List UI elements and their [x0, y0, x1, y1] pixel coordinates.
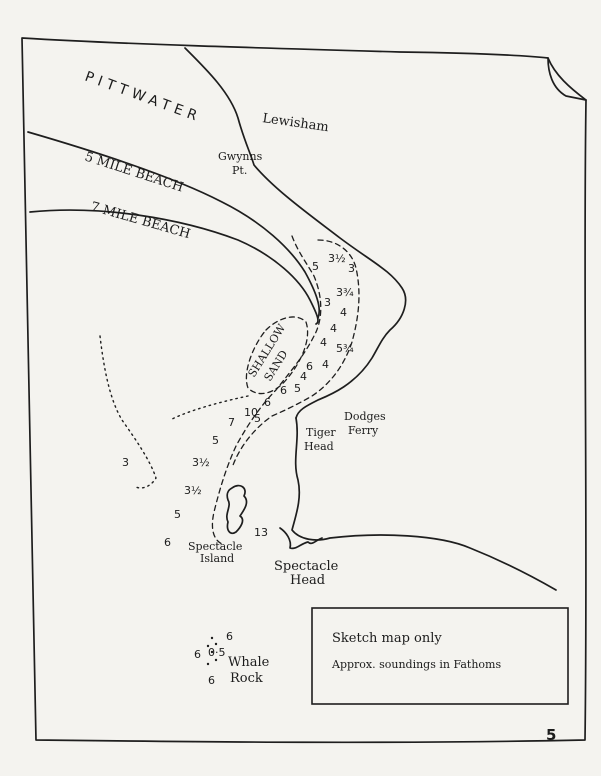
label-whale-1: Whale [228, 655, 270, 670]
label-spectacle-island-2: Island [200, 552, 234, 565]
label-7-mile-beach: 7 MILE BEACH [89, 199, 192, 242]
legend-line-1: Sketch map only [332, 631, 442, 646]
sounding: 3 [324, 296, 331, 309]
sounding: 10 [244, 406, 258, 419]
label-5-mile-beach: 5 MILE BEACH [83, 150, 185, 196]
label-pittwater: PITTWATER [83, 69, 204, 126]
label-lewisham: Lewisham [261, 111, 329, 135]
sounding: 5 [174, 508, 181, 521]
sounding: 4 [320, 336, 327, 349]
sounding: 4 [330, 322, 337, 335]
sounding: 5 [294, 382, 301, 395]
label-tiger-1: Tiger [306, 426, 336, 439]
legend-box [311, 607, 569, 705]
sounding: 5¾ [336, 342, 354, 355]
sounding: 6 [208, 674, 215, 687]
legend-line-2: Approx. soundings in Fathoms [331, 658, 501, 671]
shoreline-7-mile-beach [29, 209, 319, 325]
sounding: 3 [348, 262, 355, 275]
channel-line-east [231, 239, 360, 469]
sounding: 3½ [192, 456, 210, 469]
soundings: 5 3½ 3 3¾ 3 4 4 5¾ 4 4 6 5 6 4 6 10 5 7 … [122, 252, 355, 687]
sounding: 6 [226, 630, 233, 643]
shoreline-lewisham [184, 47, 407, 419]
sounding: 3½ [184, 484, 202, 497]
page-border [21, 37, 587, 744]
shoreline-spectacle-head [291, 417, 557, 591]
spectacle-island [226, 484, 248, 535]
whale-rock-marks [206, 636, 218, 666]
sounding: 6 [306, 360, 313, 373]
label-spectacle-head-2: Head [290, 573, 325, 588]
sounding: 4 [300, 370, 307, 383]
label-whale-2: Rock [230, 671, 263, 686]
sounding: 13 [254, 526, 268, 539]
shoal-line-middle [169, 395, 249, 421]
sounding: 6 [280, 384, 287, 397]
label-tiger-2: Head [304, 440, 334, 453]
channel-line-west [211, 235, 322, 545]
label-spectacle-island-1: Spectacle [188, 540, 242, 553]
sounding: 7 [228, 416, 235, 429]
sounding: 0·5 [208, 646, 226, 659]
label-spectacle-head-1: Spectacle [274, 559, 339, 574]
sounding: 3¾ [336, 286, 354, 299]
page-number: 5 [546, 726, 556, 744]
label-dodges-1: Dodges [344, 410, 386, 423]
sounding: 3½ [328, 252, 346, 265]
rocks-spectacle-head [279, 527, 323, 550]
sounding: 6 [194, 648, 201, 661]
shoreline-5-mile-beach [27, 131, 321, 319]
label-dodges-2: Ferry [348, 424, 379, 437]
sounding: 5 [254, 412, 261, 425]
sounding: 6 [164, 536, 171, 549]
label-gwynns-2: Pt. [232, 164, 247, 177]
shoal-line-west [99, 335, 157, 489]
sounding: 4 [340, 306, 347, 319]
sounding: 4 [322, 358, 329, 371]
shallow-sand-outline [245, 316, 309, 395]
sounding: 6 [264, 396, 271, 409]
sounding: 5 [312, 260, 319, 273]
label-gwynns-1: Gwynns [218, 150, 263, 163]
sounding: 3 [122, 456, 129, 469]
page-corner-fold [547, 57, 587, 101]
sounding: 5 [212, 434, 219, 447]
